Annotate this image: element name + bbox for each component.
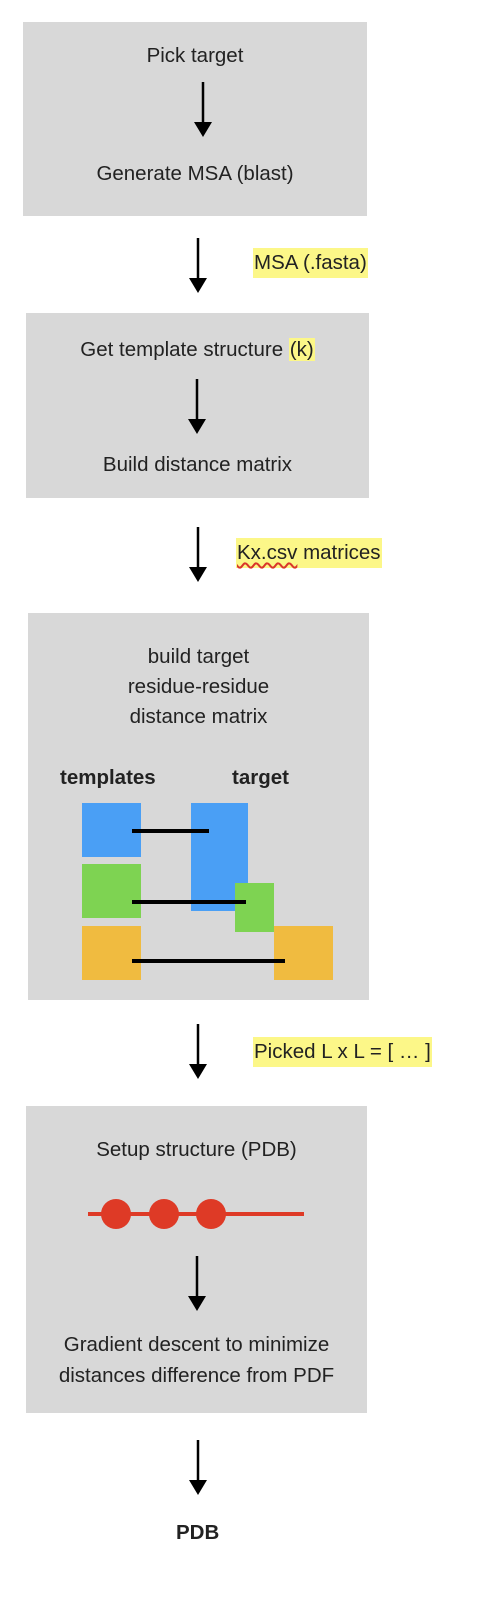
picked-lxl-label: Picked L x L = [ … ]	[253, 1037, 432, 1067]
template-block-blue	[82, 803, 141, 857]
templates-label: templates	[60, 766, 156, 789]
template-block-orange	[82, 926, 141, 980]
residue-chain-icon	[88, 1199, 304, 1229]
down-arrow-icon	[194, 82, 212, 137]
step-generate-msa-text: Generate MSA (blast)	[96, 162, 294, 185]
down-arrow-icon	[189, 238, 207, 293]
connector-line-blue	[132, 829, 209, 833]
build-target-line3: distance matrix	[129, 705, 268, 728]
target-block-orange	[274, 926, 333, 980]
down-arrow-icon	[188, 379, 206, 434]
step-box-setup-structure: Setup structure (PDB) Gradient descent t…	[26, 1106, 367, 1413]
template-block-green	[82, 864, 141, 918]
step-box-template-structure: Get template structure (k) Build distanc…	[26, 313, 369, 498]
step-pick-target-text: Pick target	[146, 44, 244, 67]
setup-structure-text: Setup structure (PDB)	[96, 1138, 297, 1161]
kx-csv-text: Kx.csv	[237, 541, 298, 564]
down-arrow-icon	[189, 1024, 207, 1079]
step-build-distance-matrix-text: Build distance matrix	[102, 453, 293, 476]
final-pdb-label: PDB	[176, 1521, 220, 1544]
target-block-green	[235, 883, 274, 932]
msa-fasta-label: MSA (.fasta)	[253, 248, 368, 278]
k-highlight: (k)	[288, 338, 315, 361]
step-box-build-target-matrix: build target residue-residue distance ma…	[28, 613, 369, 1000]
down-arrow-icon	[188, 1256, 206, 1311]
connector-line-green	[132, 900, 246, 904]
step-box-pick-target: Pick target Generate MSA (blast)	[23, 22, 367, 216]
build-target-line2: residue-residue	[127, 675, 270, 698]
gradient-descent-line2: distances difference from PDF	[58, 1364, 335, 1387]
get-template-main-text: Get template structure	[80, 338, 289, 361]
connector-line-orange	[132, 959, 285, 963]
down-arrow-icon	[189, 527, 207, 582]
down-arrow-icon	[189, 1440, 207, 1495]
build-target-line1: build target	[147, 645, 250, 668]
matrices-text: matrices	[297, 541, 381, 564]
kx-csv-matrices-label: Kx.csv matrices	[236, 538, 382, 568]
step-get-template-text: Get template structure (k)	[26, 334, 369, 365]
gradient-descent-line1: Gradient descent to minimize	[63, 1333, 330, 1356]
target-label: target	[232, 766, 289, 789]
